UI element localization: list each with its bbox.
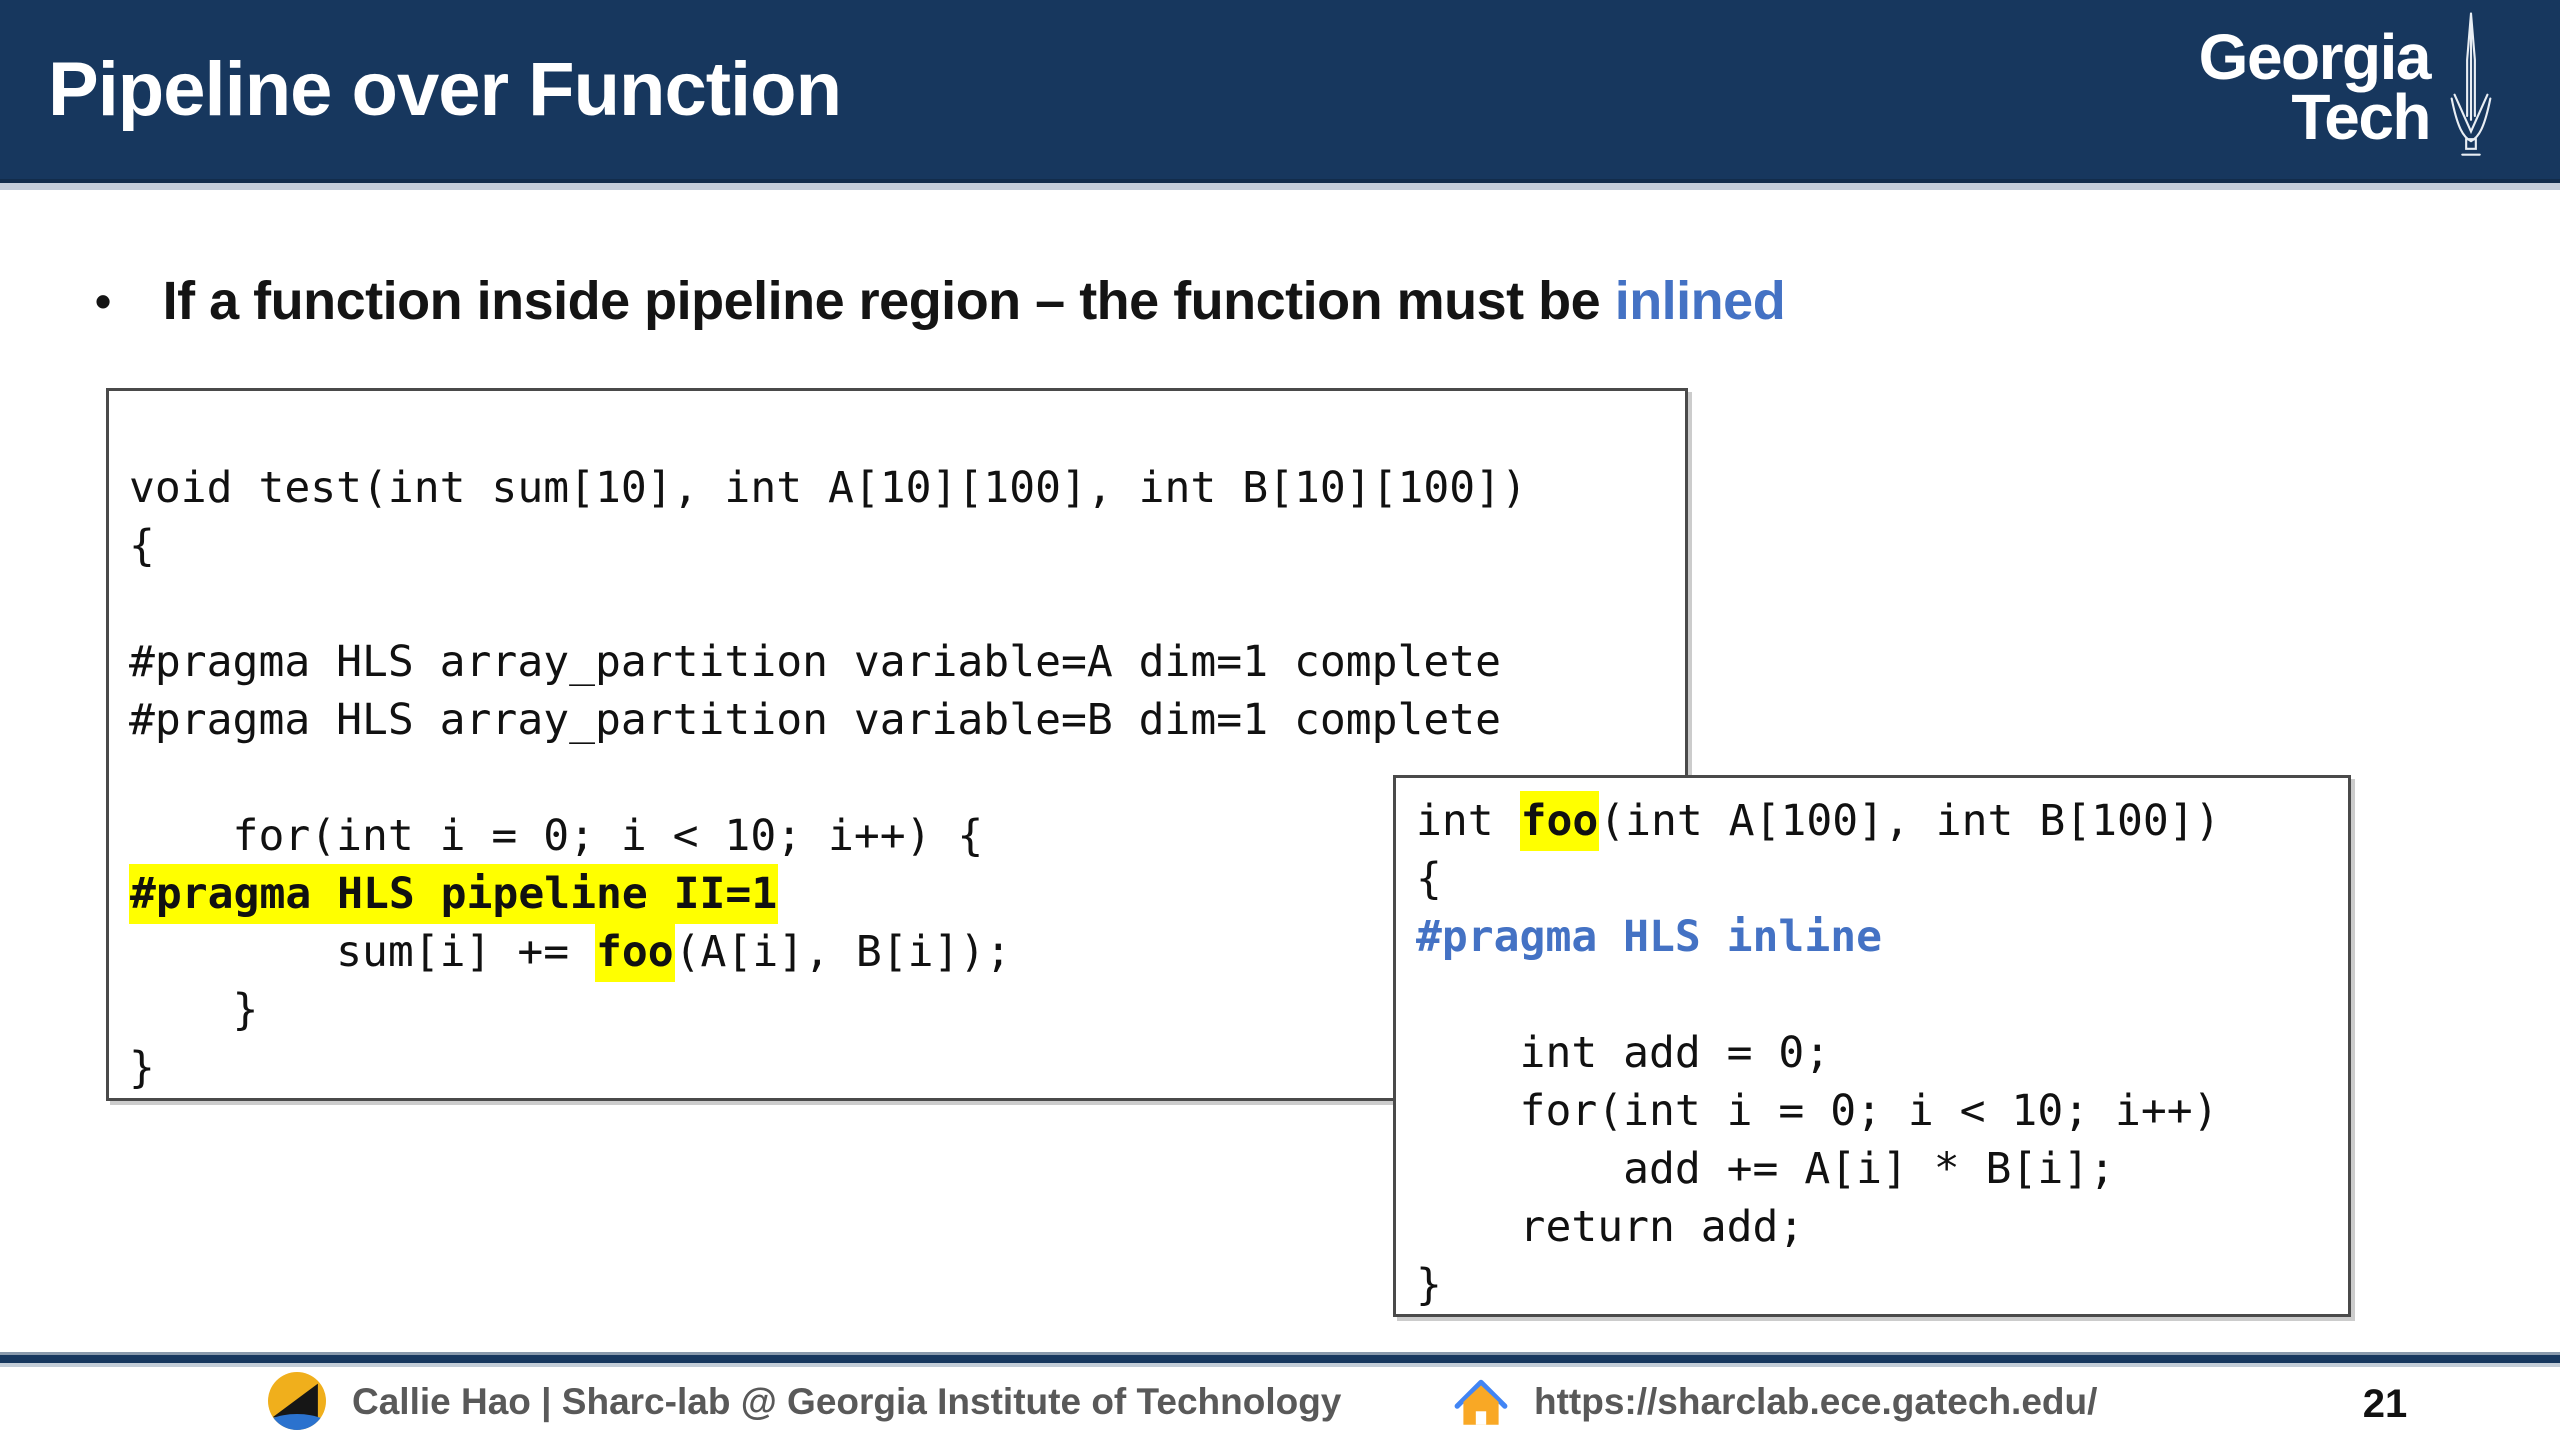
code-line: void test(int sum[10], int A[10][100], i…	[129, 463, 1527, 513]
code-line: }	[129, 985, 259, 1035]
bullet-text-main: If a function inside pipeline region – t…	[162, 271, 1615, 331]
code-block-test-function: void test(int sum[10], int A[10][100], i…	[106, 388, 1688, 1101]
page-number: 21	[2362, 1382, 2408, 1426]
code-line	[129, 575, 1669, 633]
code-line: return add;	[1416, 1202, 1805, 1252]
georgia-tech-wordmark: Georgia Tech	[2198, 21, 2432, 153]
code-line: #pragma HLS inline	[1416, 912, 1882, 962]
bullet-item: • If a function inside pipeline region –…	[95, 262, 1786, 340]
code-line: sum[i] += foo(A[i], B[i]);	[129, 922, 1669, 982]
page-title: Pipeline over Function	[48, 47, 842, 132]
georgia-tech-logo: Georgia Tech	[2199, 8, 2500, 166]
tech-tower-icon	[2442, 8, 2500, 166]
code-line: int foo(int A[100], int B[100])	[1416, 791, 2332, 851]
bullet-marker: •	[95, 275, 111, 327]
slide-header: Pipeline over Function Georgia Tech	[0, 0, 2560, 183]
logo-line-2: Tech	[2291, 81, 2431, 153]
code-line: for(int i = 0; i < 10; i++)	[1416, 1086, 2219, 1136]
code-line: {	[1416, 854, 1442, 904]
code-line: {	[129, 521, 155, 571]
logo-line-1: Georgia	[2198, 21, 2432, 93]
code-line: #pragma HLS pipeline II=1	[129, 864, 1669, 924]
sharc-lab-logo	[268, 1372, 326, 1430]
code-block-foo-function: int foo(int A[100], int B[100]){ #pragma …	[1393, 775, 2351, 1317]
wave-icon	[268, 1414, 326, 1430]
bullet-text: If a function inside pipeline region – t…	[163, 262, 1786, 340]
code-line: }	[1416, 1260, 1442, 1310]
code-line: #pragma HLS array_partition variable=B d…	[129, 695, 1502, 745]
code-line: #pragma HLS array_partition variable=A d…	[129, 637, 1502, 687]
code-line: add += A[i] * B[i];	[1416, 1144, 2115, 1194]
code-line	[1416, 966, 2332, 1024]
code-line: for(int i = 0; i < 10; i++) {	[129, 811, 984, 861]
footer-divider	[0, 1352, 2560, 1363]
bullet-text-emphasis: inlined	[1614, 271, 1786, 331]
footer-author: Callie Hao | Sharc-lab @ Georgia Institu…	[352, 1381, 1342, 1422]
code-line: int add = 0;	[1416, 1028, 1831, 1078]
code-line: }	[129, 1043, 155, 1093]
home-icon	[1452, 1374, 1510, 1437]
footer-url: https://sharclab.ece.gatech.edu/	[1534, 1381, 2098, 1422]
